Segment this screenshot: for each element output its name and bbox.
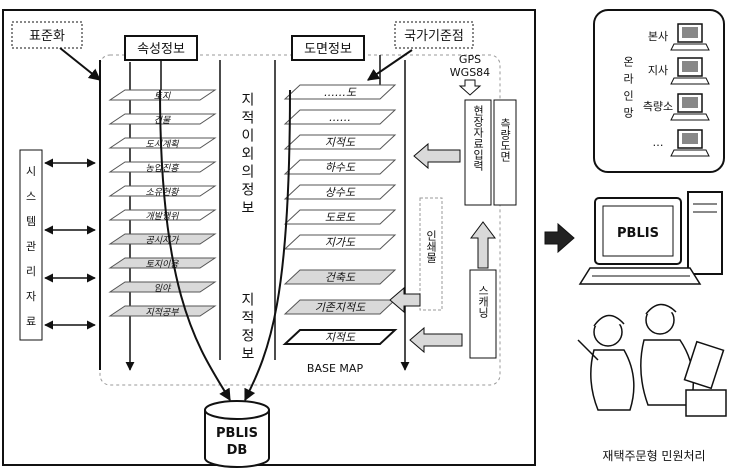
gps-label: GPS: [459, 53, 481, 66]
attribute-layer-label: 임야: [154, 283, 172, 294]
map-layer-label: 기존지적도: [315, 301, 366, 314]
wgs-label: WGS84: [450, 66, 490, 79]
center-text-bottom: 지적정보: [239, 292, 255, 364]
map-info-box: 도면정보: [292, 36, 364, 60]
attribute-layer-label: 개발행위: [145, 211, 179, 222]
map-info-label: 도면정보: [304, 42, 352, 57]
scanning-text: 스캐닝: [477, 285, 490, 318]
map-layer-label: 지가도: [325, 236, 356, 249]
system-char-1: 스: [26, 190, 36, 203]
customers-illustration: [578, 304, 726, 416]
map-layer-label: 상수도: [325, 186, 356, 199]
map-layer-label: 지적도: [325, 136, 356, 149]
system-char-6: 료: [26, 315, 36, 328]
network-panel: 온라인망 본사 지사 측량소 …: [594, 10, 724, 172]
attribute-layer-label: 지적공부: [145, 307, 179, 318]
network-label-1: 지사: [648, 64, 668, 77]
map-layer-label: ……: [329, 111, 351, 124]
big-right-arrow: [545, 224, 574, 252]
pblis-db-cylinder: PBLIS DB: [205, 401, 269, 467]
scanning-column: 스캐닝: [470, 270, 496, 358]
caption: 재택주문형 민원처리: [602, 449, 705, 463]
field-input-column: 현장자료입력: [465, 100, 491, 205]
std-code-label: 표준화: [29, 29, 65, 44]
map-layer-label: 도로도: [325, 211, 356, 224]
map-layer-label: 지적도: [325, 331, 356, 344]
network-label-2: 측량소: [643, 100, 673, 113]
attribute-layer-label: 건물: [154, 115, 171, 126]
attribute-info-label: 속성정보: [137, 42, 185, 57]
map-layer-label: 하수도: [325, 161, 356, 174]
system-char-0: 시: [26, 165, 36, 178]
map-layer-label: 건축도: [325, 271, 356, 284]
db-line2: DB: [227, 443, 248, 458]
field-input-text: 현장자료입력: [472, 105, 485, 171]
center-text-top: 지적이외의정보: [239, 92, 255, 218]
network-label-3: …: [653, 136, 664, 149]
attribute-layer-label: 도시계획: [145, 139, 179, 150]
std-code-box: 표준화: [12, 22, 82, 48]
network-label-0: 본사: [648, 30, 668, 43]
attribute-layer-label: 공시지가: [145, 235, 180, 246]
attribute-layer-label: 토지: [154, 91, 171, 102]
computer-label: PBLIS: [617, 226, 659, 241]
system-char-4: 리: [26, 265, 36, 278]
base-map-label: BASE MAP: [307, 362, 364, 375]
survey-map-text: 측량도면: [499, 118, 512, 162]
national-base-label: 국가기준점: [404, 29, 464, 44]
map-layer-label: ……도: [324, 86, 357, 99]
print-text: 인쇄물: [425, 230, 438, 263]
print-column: 인쇄물: [420, 198, 442, 310]
attribute-info-box: 속성정보: [125, 36, 197, 60]
survey-map-column: 측량도면: [494, 100, 516, 205]
system-char-5: 자: [26, 290, 36, 303]
national-base-box: 국가기준점: [395, 22, 473, 48]
system-char-2: 템: [26, 215, 36, 228]
db-line1: PBLIS: [216, 426, 258, 441]
network-vertical-label: 온라인망: [622, 56, 635, 124]
system-management-box: 시 스 템 관 리 자 료: [20, 150, 42, 340]
system-char-3: 관: [26, 240, 36, 253]
pblis-computer-icon: PBLIS: [580, 192, 722, 284]
